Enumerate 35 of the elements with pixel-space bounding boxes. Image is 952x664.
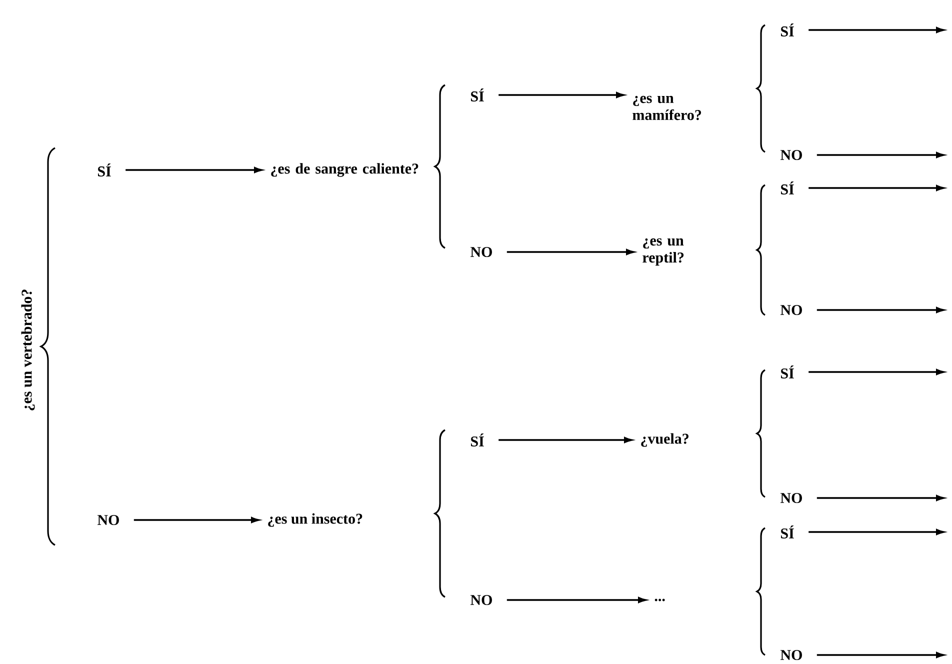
answer-text: SÍ <box>471 434 484 446</box>
arrow <box>816 495 944 501</box>
arrow <box>808 529 944 535</box>
arrow <box>816 652 944 658</box>
answer-text: SÍ <box>781 366 794 378</box>
answer-text: NO <box>97 514 119 526</box>
arrow <box>134 517 260 523</box>
answer-text: NO <box>780 150 802 160</box>
question-text: ¿es de sangre caliente? <box>271 163 418 177</box>
question-text: ¿vuela? <box>641 433 688 447</box>
arrow <box>506 249 634 256</box>
answer-text: NO <box>780 492 802 504</box>
arrow <box>808 185 944 192</box>
arrow <box>506 597 646 603</box>
arrow <box>126 167 262 174</box>
arrow <box>808 27 944 33</box>
question-text: ¿es un reptil? <box>642 238 684 266</box>
arrow <box>816 152 944 158</box>
answer-text: NO <box>470 594 492 606</box>
answer-text: NO <box>780 304 802 316</box>
answer-text: SÍ <box>471 88 484 102</box>
answer-text: SÍ <box>98 164 111 176</box>
question-text: ¿es un mamífero? <box>632 96 702 120</box>
arrow <box>498 437 632 443</box>
arrow <box>808 369 944 375</box>
answer-text: SÍ <box>781 526 794 538</box>
answer-text: NO <box>470 246 492 258</box>
answer-text: SÍ <box>781 182 794 194</box>
question-text: ¿es un insecto? <box>268 513 362 527</box>
question-text: ¿es un vertebrado? <box>21 290 35 410</box>
arrow <box>498 92 624 98</box>
arrow <box>816 307 944 313</box>
answer-text: ... <box>654 598 665 602</box>
answer-text: SÍ <box>781 24 794 36</box>
answer-text: NO <box>780 650 802 660</box>
